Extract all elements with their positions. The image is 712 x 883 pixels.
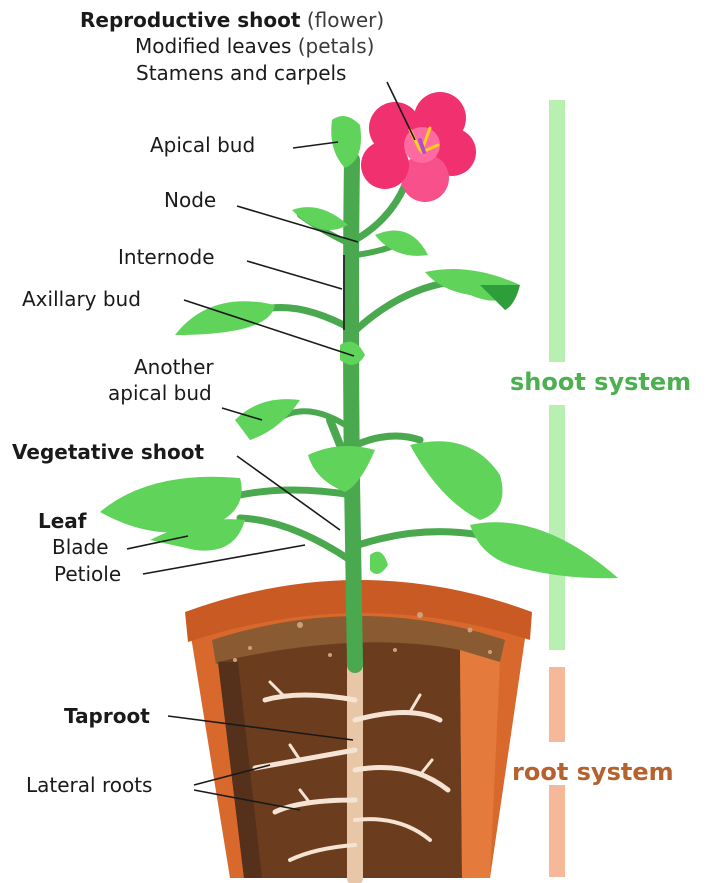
soil-shadow [218, 662, 262, 878]
label-another-apical-bud-1: Another [134, 355, 214, 379]
label-reproductive-shoot: Reproductive shoot (flower) [80, 9, 384, 32]
leader-lines [126, 81, 416, 811]
reproductive-shoot-note: (flower) [306, 8, 385, 32]
shoot-system-label: shoot system [510, 368, 692, 396]
label-apical-bud: Apical bud [150, 133, 256, 157]
root-system-bar-top [549, 667, 565, 742]
label-blade: Blade [52, 535, 109, 559]
flower-icon [361, 92, 476, 202]
label-another-apical-bud-2: apical bud [108, 381, 212, 405]
label-axillary-bud: Axillary bud [22, 287, 141, 311]
label-modified-leaves: Modified leaves (petals) [135, 35, 374, 58]
shoot-system-bar-bottom [549, 405, 565, 650]
shoot-system-bar-top [549, 100, 565, 362]
root-system-label: root system [512, 758, 674, 786]
leaves [100, 116, 618, 579]
label-internode: Internode [118, 245, 215, 269]
label-node: Node [164, 188, 217, 212]
modified-leaves-text: Modified leaves [135, 34, 292, 58]
label-lateral-roots: Lateral roots [26, 773, 153, 797]
reproductive-shoot-text: Reproductive shoot [80, 8, 301, 32]
soil-cutaway [218, 642, 462, 878]
label-vegetative-shoot: Vegetative shoot [12, 440, 205, 464]
soil-specks [233, 612, 492, 662]
modified-leaves-note: (petals) [297, 34, 375, 58]
label-taproot: Taproot [64, 704, 150, 728]
label-stamens-carpels: Stamens and carpels [136, 61, 347, 85]
label-leaf: Leaf [38, 509, 87, 533]
root-system-bar-bottom [549, 785, 565, 877]
pot-inner-wall [460, 650, 500, 878]
roots [252, 654, 451, 883]
label-petiole: Petiole [54, 562, 122, 586]
